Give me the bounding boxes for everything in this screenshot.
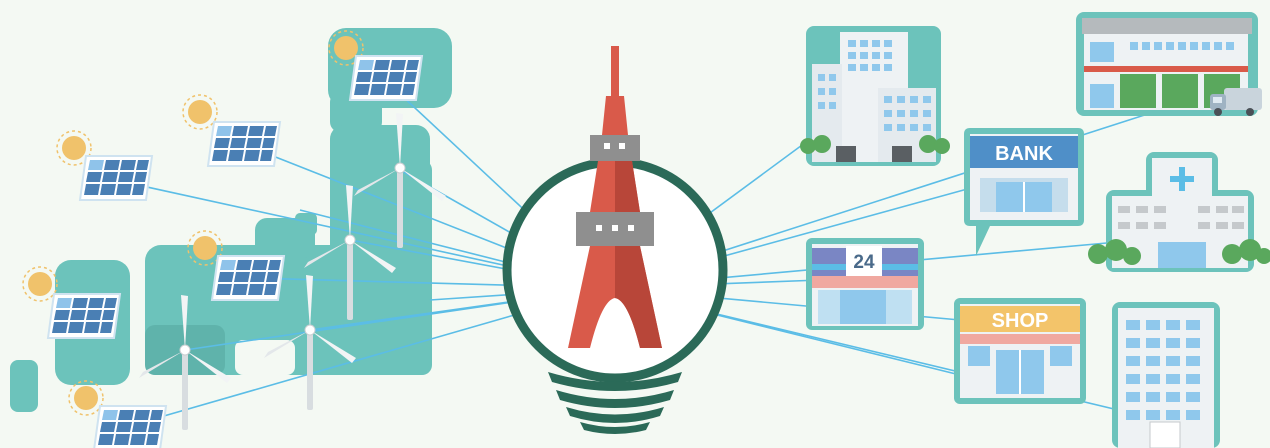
shop-icon: SHOP (954, 298, 1086, 404)
sun-icon (22, 266, 58, 302)
bank-sign-label: BANK (995, 143, 1053, 165)
bank-icon: BANK (964, 128, 1084, 256)
solar-panel-icon (79, 155, 153, 201)
solar-panel-icon (349, 55, 423, 101)
hospital-icon (1088, 152, 1270, 272)
sun-icon (68, 380, 104, 416)
sun-icon (182, 94, 218, 130)
solar-panel-icon (93, 405, 167, 448)
store-sign-label: 24 (853, 252, 875, 273)
delivery-truck-icon (1210, 88, 1262, 116)
solar-panel-icon (47, 293, 121, 339)
solar-panel-icon (211, 255, 285, 301)
office-building-icon (800, 26, 950, 166)
broadcast-tower-icon (568, 46, 662, 348)
convenience-store-icon: 24 (806, 238, 924, 330)
solar-panel-icon (207, 121, 281, 167)
apartment-icon (1112, 302, 1220, 448)
shop-sign-label: SHOP (992, 310, 1049, 332)
